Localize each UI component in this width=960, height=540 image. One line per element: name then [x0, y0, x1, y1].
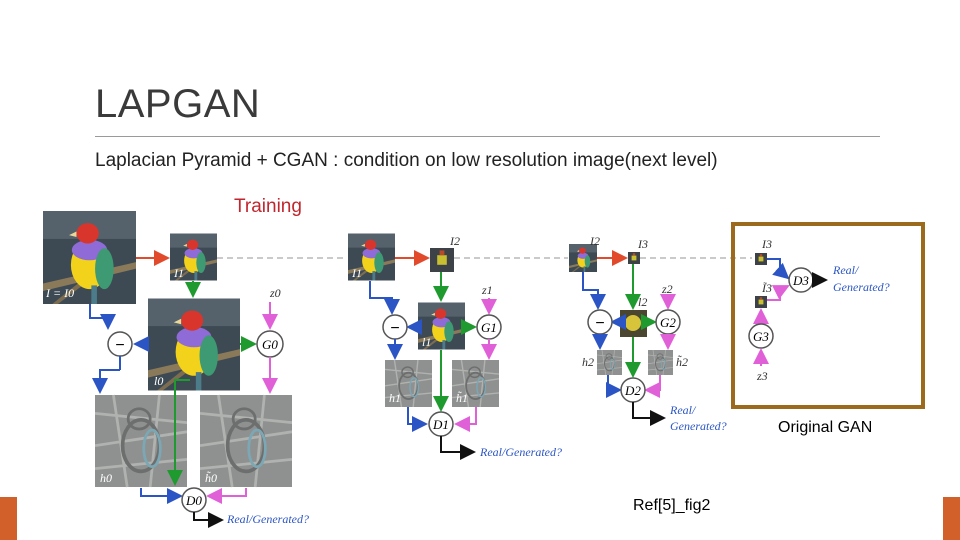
- d3-label: D3: [792, 273, 809, 288]
- image-i3-level3: [755, 253, 767, 265]
- label-i1-b: I1: [351, 266, 362, 280]
- g2-label: G2: [660, 315, 676, 330]
- label-h0-tilde: h̃0: [205, 471, 217, 485]
- label-h0: h0: [100, 471, 112, 485]
- reference-label: Ref[5]_fig2: [633, 497, 711, 514]
- slide-title: LAPGAN: [95, 82, 261, 126]
- minus-2: −: [595, 315, 604, 332]
- image-h2-tilde: [648, 350, 673, 375]
- image-i3-tilde: [755, 296, 767, 308]
- label-l0: l0: [154, 374, 163, 388]
- label-z2: z2: [661, 282, 673, 296]
- label-i1-a: I1: [173, 266, 184, 280]
- g3-label: G3: [753, 329, 769, 344]
- original-gan-label: Original GAN: [778, 419, 873, 436]
- left-accent-bar: [0, 497, 17, 540]
- label-i3-tilde: Ĩ3: [761, 281, 772, 295]
- label-z1: z1: [481, 283, 493, 297]
- title-divider: [95, 136, 880, 137]
- d1-label: D1: [432, 417, 449, 432]
- real-generated-3a: Real/: [832, 263, 860, 277]
- label-l1: l1: [422, 335, 431, 349]
- label-i-eq-i0: I = I0: [45, 286, 74, 300]
- label-h2-tilde: h̃2: [676, 355, 688, 369]
- image-i2-level2: [569, 244, 597, 272]
- image-i3-level2: [628, 252, 640, 264]
- d2-label: D2: [624, 383, 641, 398]
- label-i2-b: I2: [589, 234, 600, 248]
- real-generated-3b: Generated?: [833, 280, 890, 294]
- g0-label: G0: [262, 337, 278, 352]
- d0-label: D0: [185, 493, 202, 508]
- minus-1: −: [390, 320, 399, 337]
- label-h1-tilde: h̃1: [456, 391, 468, 405]
- label-h2: h2: [582, 355, 594, 369]
- real-generated-2a: Real/: [669, 403, 697, 417]
- slide-subtitle: Laplacian Pyramid + CGAN : condition on …: [95, 150, 718, 171]
- original-gan-box: [731, 222, 925, 409]
- training-label: Training: [234, 196, 302, 217]
- image-i2-level1: [430, 248, 454, 272]
- image-h2: [597, 350, 622, 375]
- label-z0: z0: [269, 286, 281, 300]
- real-generated-2b: Generated?: [670, 419, 727, 433]
- label-i3-a: I3: [637, 237, 648, 251]
- label-l2: l2: [638, 295, 647, 309]
- real-generated-0: Real/Generated?: [226, 512, 309, 526]
- real-generated-1: Real/Generated?: [479, 445, 562, 459]
- minus-0: −: [115, 337, 124, 354]
- label-i2-a: I2: [449, 234, 460, 248]
- label-i3-b: I3: [761, 237, 772, 251]
- g1-label: G1: [481, 320, 497, 335]
- label-z3: z3: [756, 369, 768, 383]
- right-accent-bar: [943, 497, 960, 540]
- label-h1: h1: [389, 391, 401, 405]
